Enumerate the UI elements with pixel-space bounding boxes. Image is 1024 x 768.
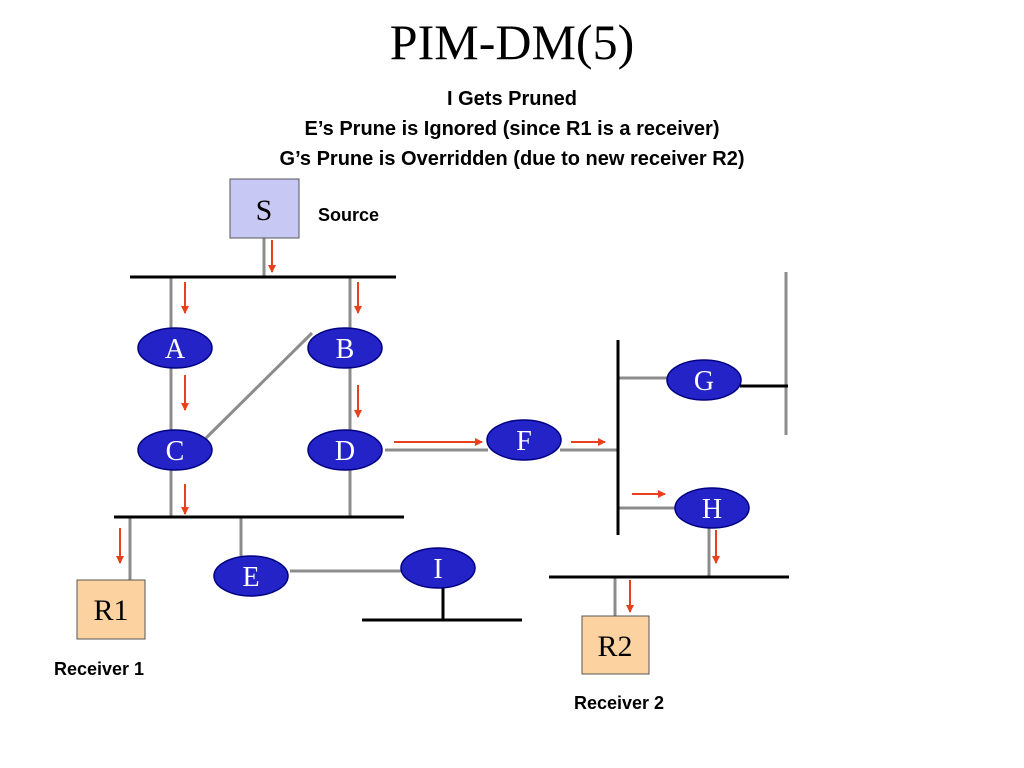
router-d: D — [307, 429, 383, 471]
receiver-1-caption: Receiver 1 — [54, 659, 144, 679]
router-h-label: H — [702, 494, 722, 525]
router-links — [128, 238, 788, 616]
router-b-label: B — [336, 334, 355, 365]
source-label: S — [256, 194, 273, 227]
router-c: C — [137, 429, 213, 471]
router-c-label: C — [166, 436, 185, 467]
receiver-1-node: R1 — [76, 579, 146, 640]
subtitle-line-1: I Gets Pruned — [446, 88, 578, 110]
router-g: G — [666, 359, 742, 401]
router-f-label: F — [516, 426, 532, 457]
source-node: S — [229, 178, 300, 239]
router-i-label: I — [433, 554, 442, 585]
router-e-label: E — [242, 562, 259, 593]
router-f: F — [486, 419, 562, 461]
receiver-2-node: R2 — [581, 615, 650, 675]
flow-arrows — [116, 240, 720, 613]
router-h: H — [674, 487, 750, 529]
receiver-1-label: R1 — [93, 594, 128, 627]
subtitle-line-3: G’s Prune is Overridden (due to new rece… — [279, 148, 745, 170]
link-c-b — [204, 331, 314, 440]
source-caption: Source — [318, 205, 379, 225]
router-d-label: D — [335, 436, 355, 467]
subtitle-line-2: E’s Prune is Ignored (since R1 is a rece… — [304, 118, 720, 140]
slide-title: PIM-DM(5) — [389, 14, 635, 70]
router-a: A — [137, 327, 213, 369]
router-i: I — [400, 547, 476, 589]
router-a-label: A — [165, 334, 186, 365]
router-e: E — [213, 555, 289, 597]
router-b: B — [307, 327, 383, 369]
receiver-2-caption: Receiver 2 — [574, 693, 664, 713]
router-g-label: G — [694, 366, 714, 397]
lan-segments — [114, 275, 789, 622]
receiver-2-label: R2 — [597, 630, 632, 663]
